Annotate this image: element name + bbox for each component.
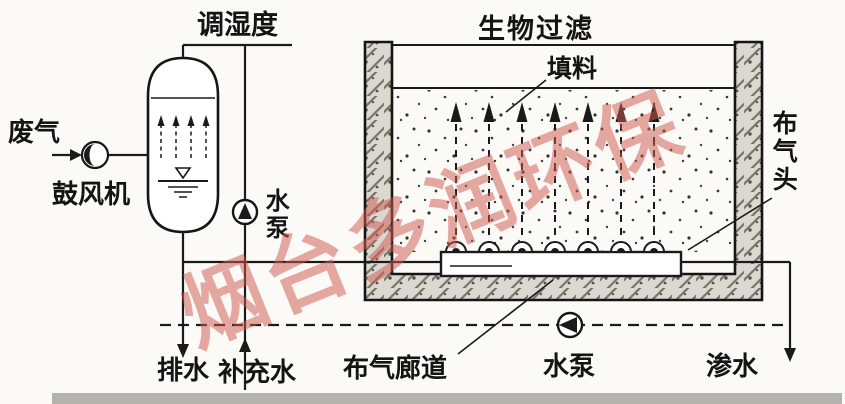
water-pump-left-symbol <box>231 198 259 226</box>
blower-label: 鼓风机 <box>52 180 131 210</box>
gas-corridor-label: 布气廊道 <box>343 354 448 384</box>
water-pump-bottom-symbol <box>556 311 584 339</box>
drain-arrowhead <box>177 344 189 358</box>
leader-lines <box>457 79 773 355</box>
gas-head-label: 布气头 <box>769 110 799 194</box>
piping <box>52 43 792 390</box>
makeup-water-arrowhead <box>239 338 251 352</box>
waste-gas-label: 废气 <box>8 118 61 148</box>
water-level-symbol <box>158 167 208 198</box>
water-pump-bottom-label: 水泵 <box>543 352 596 382</box>
waste-gas-arrowhead <box>70 149 82 161</box>
drain-label: 排水 <box>157 356 210 386</box>
seepage-label: 渗水 <box>706 352 759 382</box>
humidifier-tank <box>146 56 220 234</box>
humidity-control-label: 调湿度 <box>197 10 278 41</box>
blower-symbol <box>80 140 110 170</box>
packing-media <box>392 90 735 252</box>
biofilter-title: 生物过滤 <box>478 14 594 45</box>
gas-channel <box>439 250 683 278</box>
water-pump-left-label: 水泵 <box>261 188 290 242</box>
makeup-water-label: 补充水 <box>218 358 297 388</box>
scan-edge-strip <box>52 393 842 404</box>
seepage-arrowhead <box>784 348 796 362</box>
packing-label: 填料 <box>547 54 598 83</box>
